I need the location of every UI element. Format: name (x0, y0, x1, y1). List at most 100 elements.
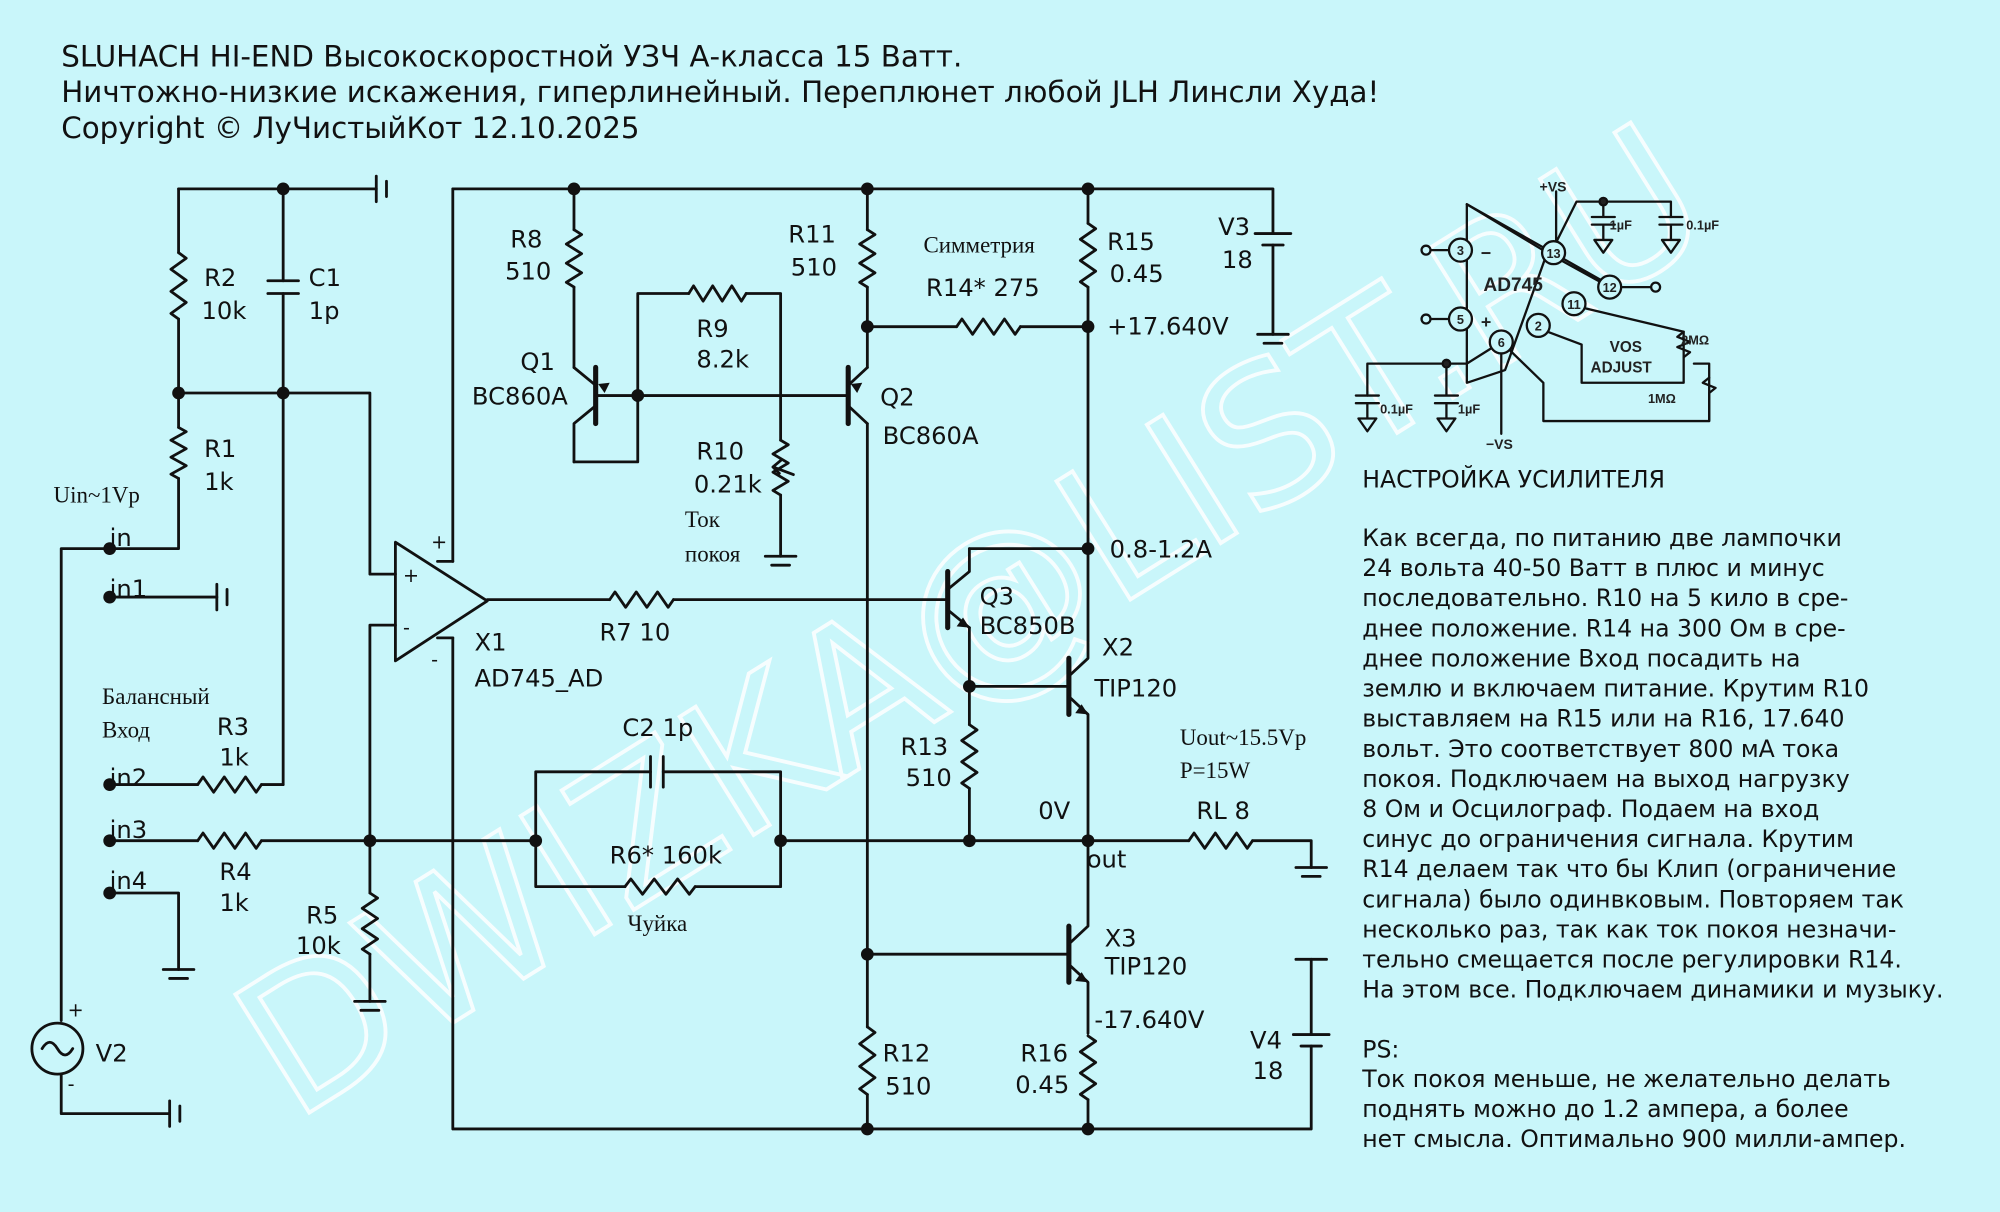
r3-name: R3 (217, 713, 249, 741)
instruction-line: днее положение Вход посадить на (1362, 644, 1800, 672)
r14-label: R14* 275 (926, 274, 1040, 302)
r15-resistor (1078, 221, 1098, 289)
ad745-vs-plus: +VS (1540, 178, 1567, 194)
balanced-label-2: Вход (102, 717, 150, 742)
r9-name: R9 (696, 315, 728, 343)
ad745-vs-minus: −VS (1486, 436, 1513, 452)
junction-dot (1081, 182, 1095, 196)
minus-voltage: -17.640V (1094, 1006, 1204, 1034)
ps-label: PS: (1362, 1036, 1399, 1064)
r7-resistor (608, 590, 675, 609)
ad745-pin-number: 11 (1567, 297, 1580, 312)
title-line-2: Ничтожно-низкие искажения, гиперлинейный… (61, 75, 1379, 109)
junction-dot (103, 542, 117, 555)
ground-icon (161, 968, 196, 980)
ad745-pin-circle (1488, 329, 1514, 355)
r8-name: R8 (510, 226, 542, 254)
power-label: P=15W (1180, 758, 1251, 783)
ad745-adjust-label: ADJUST (1591, 360, 1653, 377)
r10-value: 0.21k (694, 470, 762, 498)
x3-part: TIP120 (1104, 953, 1188, 981)
r5-name: R5 (306, 902, 338, 930)
r10-note-2: покоя (685, 541, 741, 566)
current-label: 0.8-1.2A (1110, 536, 1213, 564)
r11-name: R11 (788, 220, 836, 248)
wire (368, 623, 397, 843)
r4-value: 1k (219, 889, 248, 917)
r3-value: 1k (219, 743, 248, 771)
ad745-line (1366, 340, 1503, 435)
wire (451, 187, 1275, 235)
instruction-line: синус до ограничения сигнала. Крутим (1362, 825, 1854, 853)
ad745-pin-number: 2 (1535, 318, 1542, 333)
x1-name: X1 (474, 629, 506, 657)
wire (108, 891, 180, 971)
ad745-pin-circle (1597, 274, 1623, 300)
ad745-pin-circle (1447, 237, 1474, 263)
r6-note: Чуйка (628, 911, 688, 936)
input-in2-label: in2 (110, 764, 148, 792)
ad745-plus: + (1481, 312, 1491, 332)
junction-dot (103, 590, 117, 604)
r2-value: 10k (202, 297, 247, 325)
wire (1251, 839, 1313, 869)
ground-icon (215, 582, 229, 612)
plus-voltage: +17.640V (1107, 312, 1229, 340)
junction-dot (860, 320, 874, 334)
ad745-reference-diagram: AD745 +VS −VS − + 1µF 0.1µF 0.1µF 1µF VO… (1354, 178, 1719, 452)
junction-dot (1081, 542, 1095, 555)
ad745-line (1593, 238, 1681, 254)
r1-resistor (169, 426, 188, 480)
junction-dot (860, 947, 874, 961)
instruction-line: 8 Ом и Осцилограф. Подаем на вход (1362, 795, 1819, 823)
title-line-1: SLUHACH HI-END Высокоскоростной УЗЧ А-кл… (61, 39, 962, 73)
q1-transistor-arrow-icon (598, 382, 610, 393)
instruction-line: На этом все. Подключаем динамики и музык… (1362, 976, 1943, 1004)
ad745-line (1539, 305, 1685, 384)
r10-note-1: Ток (685, 507, 721, 532)
wire (451, 636, 1313, 1131)
wire (534, 839, 627, 889)
ad745-pot-label: 2MΩ (1681, 333, 1709, 348)
ad745-pin-circle (1561, 291, 1587, 317)
r2-name: R2 (204, 264, 236, 292)
instruction-line: днее положение. R14 на 300 Ом в сре- (1362, 614, 1845, 642)
instruction-line: 24 вольта 40-50 Ватт в плюс и минус (1362, 554, 1825, 582)
ad745-pin-number: 12 (1603, 280, 1617, 295)
ad745-pin-number: 5 (1457, 312, 1464, 327)
junction-dot (774, 834, 787, 848)
ground-icon (763, 554, 798, 567)
c1-name: C1 (309, 264, 341, 292)
junction-dots (103, 182, 1095, 1136)
input-in4-label: in4 (110, 867, 148, 895)
wire (636, 292, 691, 397)
x3-name: X3 (1105, 925, 1137, 953)
junction-dot (631, 389, 645, 402)
r12-name: R12 (883, 1039, 931, 1067)
ad745-line (1357, 402, 1457, 433)
out-label: out (1087, 845, 1127, 873)
ad745-cap-01uf-top: 0.1µF (1686, 218, 1719, 233)
junction-dot (276, 386, 290, 400)
r5-value: 10k (296, 932, 341, 960)
r9-resistor (687, 284, 748, 303)
ad745-line (1554, 190, 1673, 244)
junction-dot (276, 182, 290, 196)
q2-transistor-leads (846, 366, 869, 426)
x1-in-minus: - (403, 616, 410, 639)
circuit-wires (59, 187, 1313, 1131)
r16-resistor (1078, 1034, 1098, 1102)
v3-name: V3 (1218, 213, 1250, 241)
r10-name: R10 (696, 437, 744, 465)
rl-label: RL 8 (1196, 797, 1249, 825)
junction-dot (860, 182, 874, 196)
wire (59, 477, 180, 1022)
ad745-vos-label: VOS (1610, 339, 1642, 356)
instructions-panel: НАСТРОЙКА УСИЛИТЕЛЯ Как всегда, по питан… (1361, 465, 1943, 1153)
ad745-junction (1441, 358, 1452, 369)
v4-name: V4 (1250, 1027, 1282, 1055)
ad745-terminal-icon (1649, 281, 1662, 293)
junction-dot (567, 182, 581, 196)
